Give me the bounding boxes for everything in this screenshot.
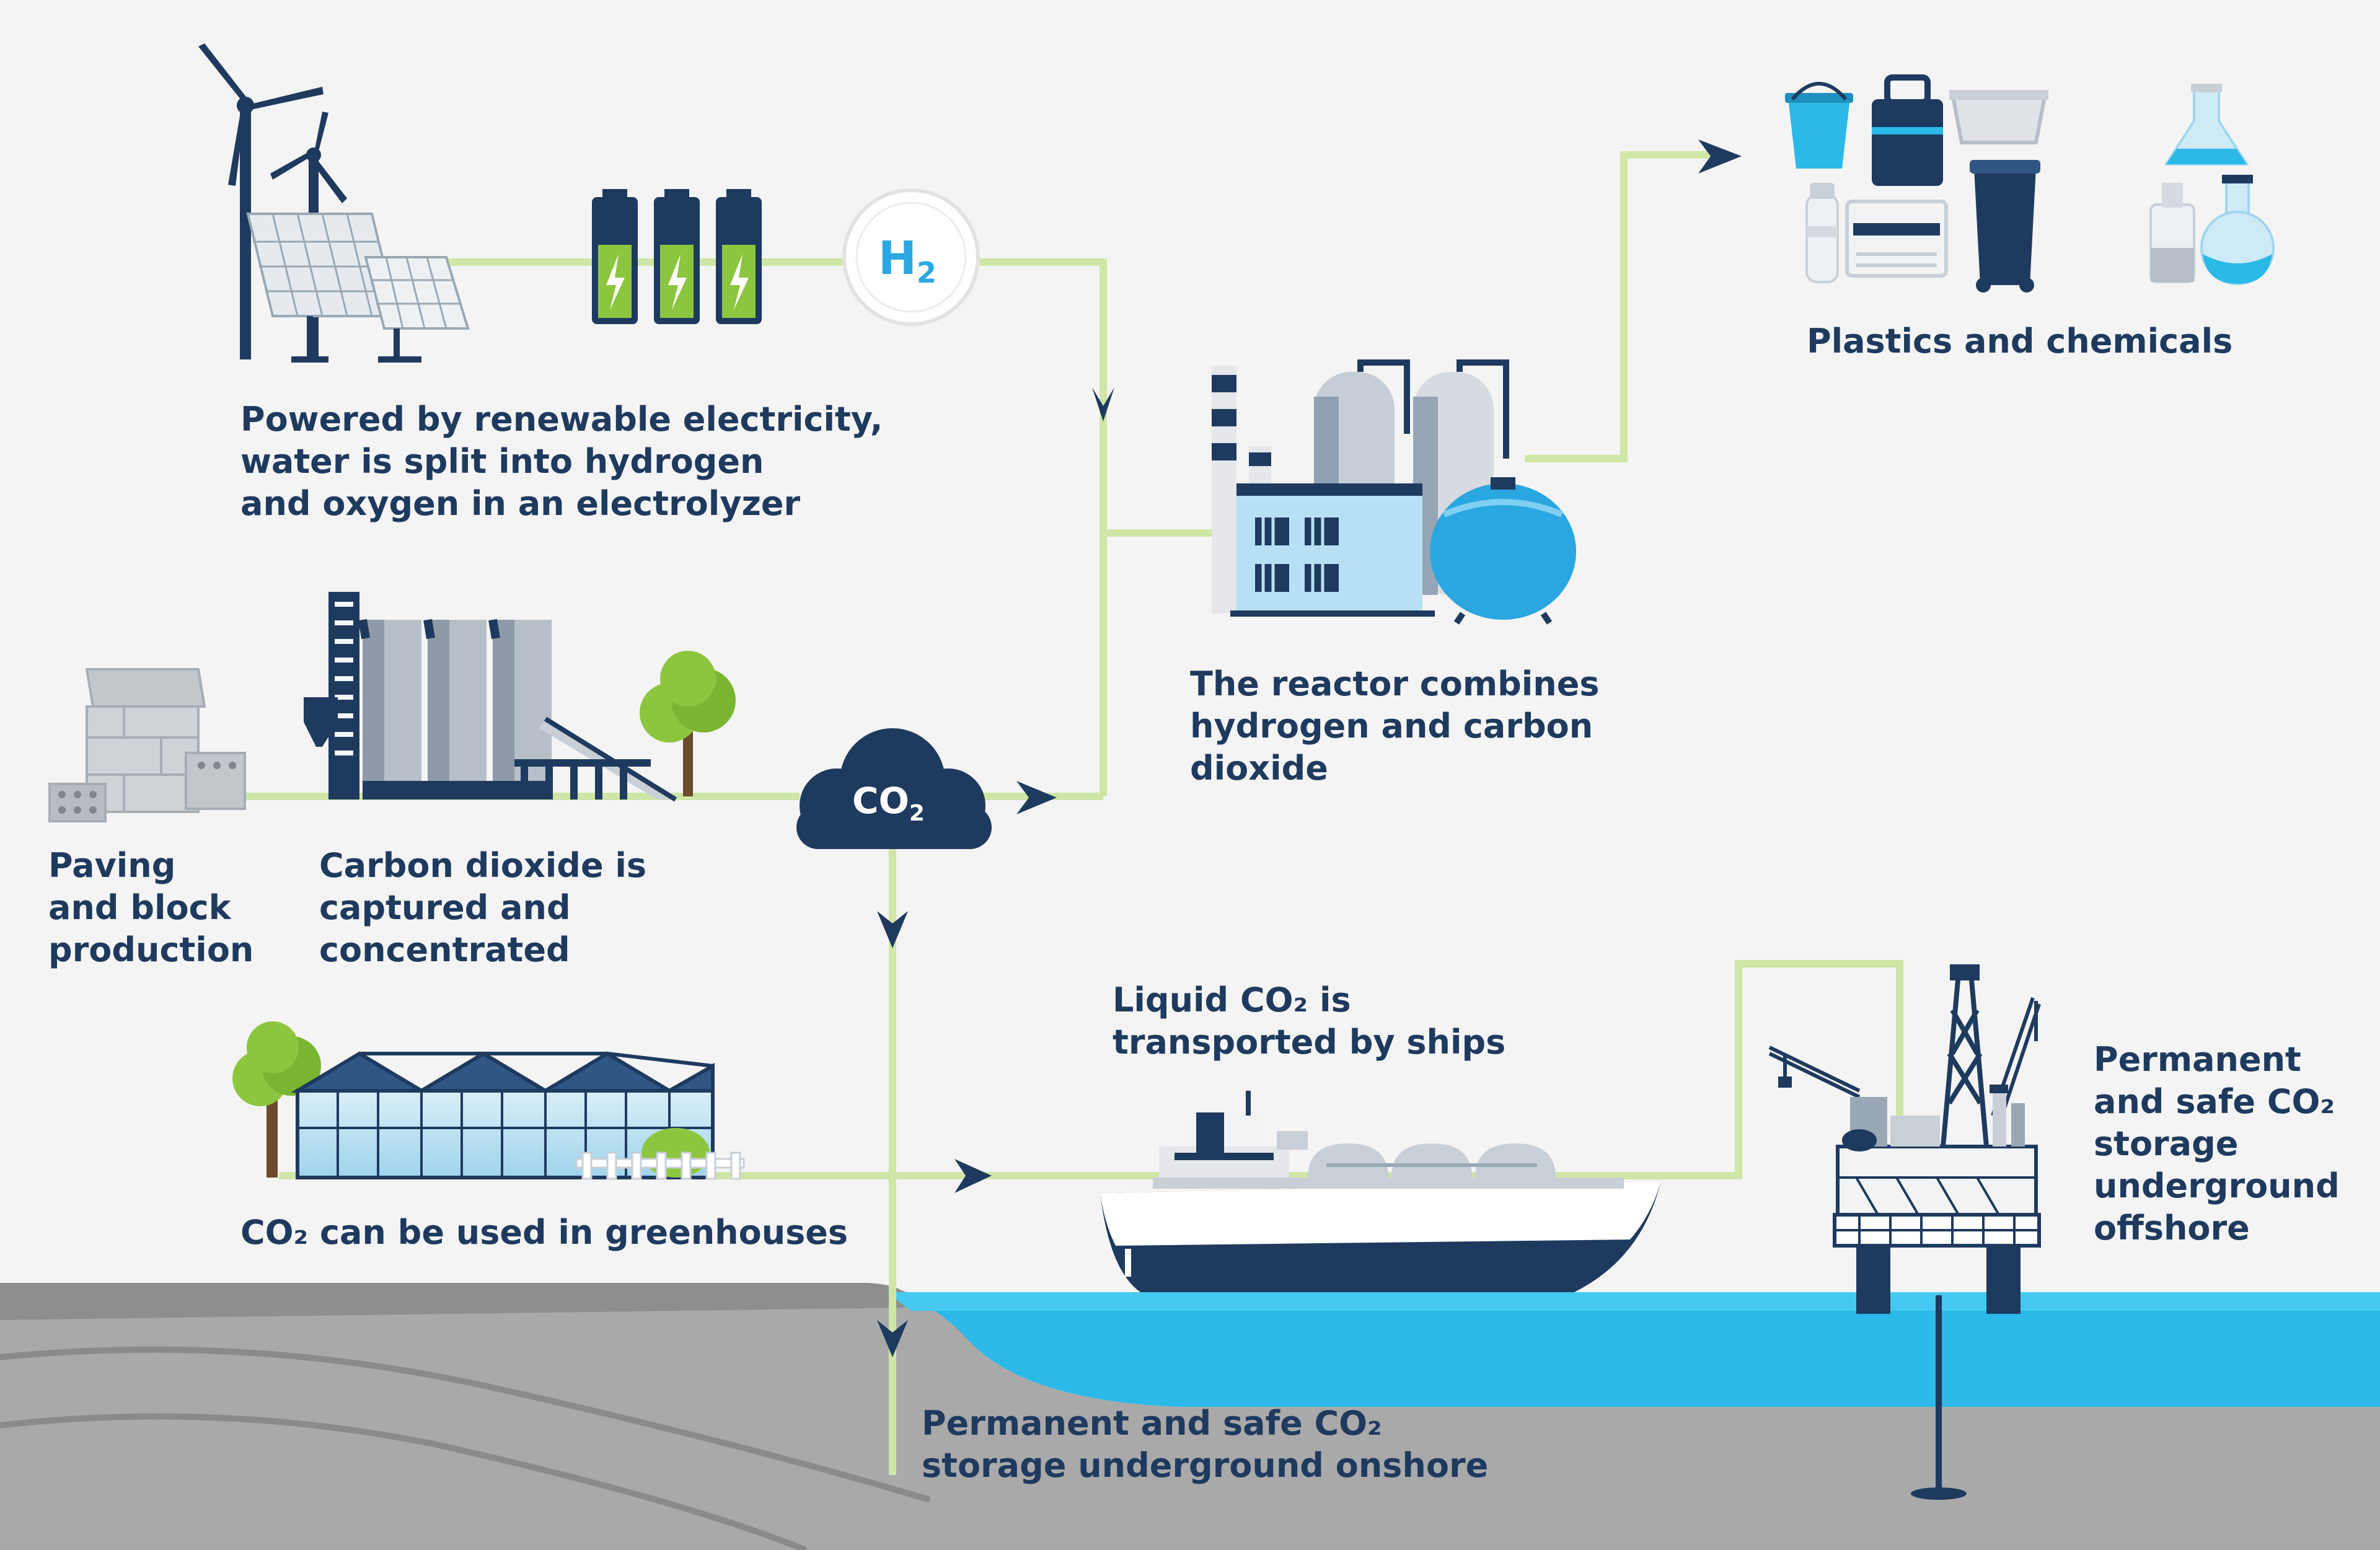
- greenhouse-tree-icon: [232, 1021, 321, 1178]
- h2-symbol: H2: [878, 232, 937, 289]
- offshore-platform: [1768, 964, 2041, 1500]
- label-greenhouses: CO₂ can be used in greenhouses: [240, 1213, 848, 1252]
- platform-leg-right: [1986, 1246, 2021, 1314]
- flow-ship-to-platform: [1599, 960, 1903, 1179]
- bucket-icon: [1785, 82, 1853, 169]
- ground-surface: [0, 1283, 907, 1320]
- greenhouse-bush-icon: [641, 1128, 710, 1178]
- greenhouse: [232, 1021, 745, 1180]
- label-offshore-storage: Permanent and safe CO₂ storage undergrou…: [2094, 1040, 2340, 1248]
- label-ships: Liquid CO₂ is transported by ships: [1113, 980, 1506, 1062]
- paving-blocks: [48, 668, 246, 822]
- arrow-down-to-reactor: [1092, 387, 1114, 421]
- platform-leg-left: [1856, 1246, 1890, 1314]
- sea-water: [886, 1292, 2380, 1407]
- co2-cloud-badge: CO2: [796, 728, 992, 849]
- reactor-plant: [1212, 359, 1576, 625]
- sea-surface-band: [886, 1292, 2380, 1311]
- label-onshore-storage: Permanent and safe CO₂ storage undergrou…: [922, 1404, 1489, 1485]
- reactor-building: [1230, 483, 1435, 617]
- platform-crane-left: [1768, 1046, 1861, 1099]
- block-stack-top: [85, 668, 206, 708]
- cooler-box-icon: [1872, 74, 1943, 186]
- plastics-products: [1785, 74, 2275, 293]
- ship-hull-white: [1100, 1181, 1661, 1246]
- solar-panel-grid-front: [371, 257, 460, 329]
- platform-upper-deck: [1836, 1145, 2038, 1217]
- turbine-tower-1: [240, 105, 251, 359]
- batteries: [592, 189, 762, 324]
- turbine-hub-2: [306, 148, 321, 162]
- wheelie-bin-icon: [1970, 160, 2040, 293]
- battery-3: [716, 189, 762, 324]
- co2-symbol: CO2: [852, 780, 925, 826]
- label-paving: Paving and block production: [48, 846, 254, 969]
- landscape: [0, 1283, 2380, 1550]
- ship-co2-tanks: [1308, 1143, 1556, 1178]
- block-small-right: [185, 752, 246, 810]
- co2-tanker-ship: [1100, 1091, 1661, 1292]
- platform-derrick: [1941, 964, 1989, 1147]
- ship-bridge: [1159, 1091, 1308, 1178]
- capture-fence: [514, 759, 651, 799]
- arrow-right-to-ship: [954, 1159, 992, 1193]
- battery-2: [654, 189, 700, 324]
- turbine-hub-1: [237, 97, 254, 114]
- turbine-blades-1: [198, 43, 324, 186]
- battery-1: [592, 189, 638, 324]
- greenhouse-fence: [575, 1151, 745, 1180]
- well-head: [1911, 1487, 1967, 1500]
- flow-reactor-to-plastics: [1525, 151, 1711, 462]
- capture-hopper: [304, 697, 338, 747]
- water-bottle-icon: [1805, 183, 1839, 283]
- container-box-icon: [1845, 200, 1948, 278]
- chemical-bottle-icon: [2149, 183, 2195, 283]
- flask-icon: [2164, 84, 2249, 165]
- block-small-left: [48, 783, 107, 822]
- capture-plant: [304, 592, 736, 802]
- label-plastics-chemicals: Plastics and chemicals: [1807, 322, 2233, 361]
- label-capture: Carbon dioxide is captured and concentra…: [319, 846, 647, 969]
- arrow-down-to-greenhouse-row: [877, 911, 908, 948]
- flow-lines: [236, 151, 1903, 1475]
- arrow-right-to-plastics: [1698, 139, 1742, 174]
- platform-equipment: [1842, 1085, 2025, 1151]
- flow-arrows: [877, 139, 1742, 1357]
- solar-panel-legs: [291, 316, 421, 363]
- label-reactor: The reactor combines hydrogen and carbon…: [1190, 664, 1600, 788]
- rock-strata-lines: [0, 1346, 931, 1550]
- arrow-right-to-reactor: [1016, 781, 1057, 814]
- solar-panel-grid-back: [253, 213, 392, 317]
- tree-icon: [640, 651, 736, 796]
- arrow-down-to-onshore-storage: [877, 1320, 908, 1357]
- reactor-sphere-tank: [1430, 477, 1576, 625]
- label-electrolyzer: Powered by renewable electricity, water …: [240, 400, 883, 523]
- ship-deck: [1153, 1178, 1624, 1189]
- round-flask-icon: [2200, 175, 2275, 285]
- h2-badge: H2: [842, 188, 980, 326]
- storage-tray-icon: [1949, 90, 2048, 144]
- solar-panel-front: [364, 256, 470, 330]
- greenhouse-roof: [291, 1051, 715, 1093]
- solar-panels: [246, 213, 470, 363]
